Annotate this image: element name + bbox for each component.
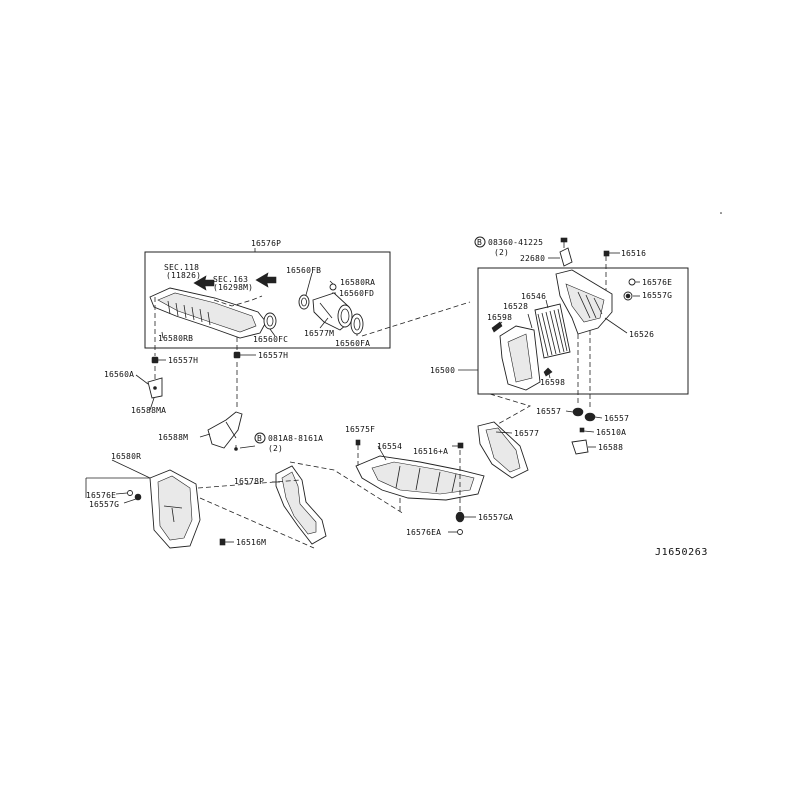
clamp-part bbox=[350, 313, 364, 335]
part-label-16576EA: 16576EA bbox=[406, 528, 441, 537]
bracket-part bbox=[571, 427, 596, 455]
bolt-spec-badge: B bbox=[474, 236, 486, 248]
part-label-16588: 16588 bbox=[598, 443, 623, 452]
part-label-16580RB: 16580RB bbox=[158, 334, 193, 343]
leader-lines bbox=[161, 272, 358, 339]
part-label-16516: 16516 bbox=[621, 249, 646, 258]
part-label-16575F: 16575F bbox=[345, 425, 375, 434]
part-label-16560FD: 16560FD bbox=[339, 289, 374, 298]
part-label-16578P: 16578P bbox=[234, 477, 264, 486]
part-label-sec163: SEC.163 bbox=[213, 275, 248, 284]
air-cleaner-lower-case bbox=[499, 313, 541, 391]
part-label-16560FB: 16560FB bbox=[286, 266, 321, 275]
clip-part bbox=[491, 321, 553, 379]
grommet-part bbox=[565, 330, 603, 422]
duct-cover-part bbox=[197, 461, 405, 549]
part-label-16557H: 16557H bbox=[258, 351, 288, 360]
grommet-part bbox=[115, 490, 234, 546]
grommet-part bbox=[151, 351, 256, 364]
filter-element-part bbox=[534, 299, 571, 359]
part-label-16560FA: 16560FA bbox=[335, 339, 370, 348]
part-label-16576E: 16576E bbox=[86, 491, 116, 500]
part-label-16298M: (16298M) bbox=[213, 283, 253, 292]
part-label-16557G: 16557G bbox=[89, 500, 119, 509]
part-label-16516M: 16516M bbox=[236, 538, 266, 547]
part-label-16500: 16500 bbox=[430, 366, 455, 375]
part-label-16526: 16526 bbox=[629, 330, 654, 339]
bolt-spec-badge: B bbox=[254, 432, 266, 444]
bolt-part bbox=[603, 250, 620, 290]
part-label-16546: 16546 bbox=[521, 292, 546, 301]
part-label-sec118: SEC.118 bbox=[164, 263, 199, 272]
badge-letter: B bbox=[477, 238, 482, 247]
air-duct-part bbox=[477, 393, 532, 479]
grommet-part bbox=[448, 511, 476, 535]
part-label-16560FC: 16560FC bbox=[253, 335, 288, 344]
part-label-16577M: 16577M bbox=[304, 329, 334, 338]
part-label-16557G: 16557G bbox=[642, 291, 672, 300]
part-label-16557: 16557 bbox=[604, 414, 629, 423]
air-cleaner-upper-case bbox=[555, 269, 633, 335]
part-label-16580R: 16580R bbox=[111, 452, 141, 461]
part-label-16557: 16557 bbox=[536, 407, 561, 416]
part-label-16588MA: 16588MA bbox=[131, 406, 166, 415]
part-label-16557GA: 16557GA bbox=[478, 513, 513, 522]
air-cleaner-group-box bbox=[458, 267, 689, 395]
bracket-part bbox=[135, 374, 163, 411]
part-label-16577: 16577 bbox=[514, 429, 539, 438]
part-label-16528: 16528 bbox=[503, 302, 528, 311]
part-label-16560A: 16560A bbox=[104, 370, 134, 379]
part-label-081A8-qty: (2) bbox=[268, 444, 283, 453]
part-label-22680: 22680 bbox=[520, 254, 545, 263]
part-label-16588M: 16588M bbox=[158, 433, 188, 442]
grommet-part bbox=[625, 278, 640, 299]
part-label-16580RA: 16580RA bbox=[340, 278, 375, 287]
part-label-16510A: 16510A bbox=[596, 428, 626, 437]
dash-connectors bbox=[154, 297, 471, 448]
part-label-16576E: 16576E bbox=[642, 278, 672, 287]
intake-duct-group-box bbox=[144, 248, 391, 349]
part-label-08360-qty: (2) bbox=[494, 248, 509, 257]
part-label-16516A: 16516+A bbox=[413, 447, 448, 456]
air-duct-part bbox=[149, 287, 267, 339]
part-label-11826: (11826) bbox=[166, 271, 201, 280]
part-label-16557H: 16557H bbox=[168, 356, 198, 365]
air-inlet-duct-part bbox=[355, 445, 485, 514]
part-label-08360: 08360-41225 bbox=[488, 238, 543, 247]
air-flow-meter-part bbox=[312, 283, 353, 331]
diagram-reference-code: J1650263 bbox=[655, 547, 708, 558]
resonator-part bbox=[85, 459, 201, 549]
sec-arrow-icon bbox=[193, 272, 277, 291]
part-label-081A8: 081A8-8161A bbox=[268, 434, 323, 443]
bracket-part bbox=[199, 411, 243, 451]
part-label-16598: 16598 bbox=[487, 313, 512, 322]
bolt-part bbox=[355, 439, 464, 466]
part-label-16598: 16598 bbox=[540, 378, 565, 387]
clamp-ring-part bbox=[298, 294, 310, 310]
badge-letter: B bbox=[257, 434, 262, 443]
clamp-part bbox=[263, 312, 277, 330]
part-label-16554: 16554 bbox=[377, 442, 402, 451]
part-label-16576P: 16576P bbox=[251, 239, 281, 248]
sensor-part bbox=[548, 237, 573, 267]
